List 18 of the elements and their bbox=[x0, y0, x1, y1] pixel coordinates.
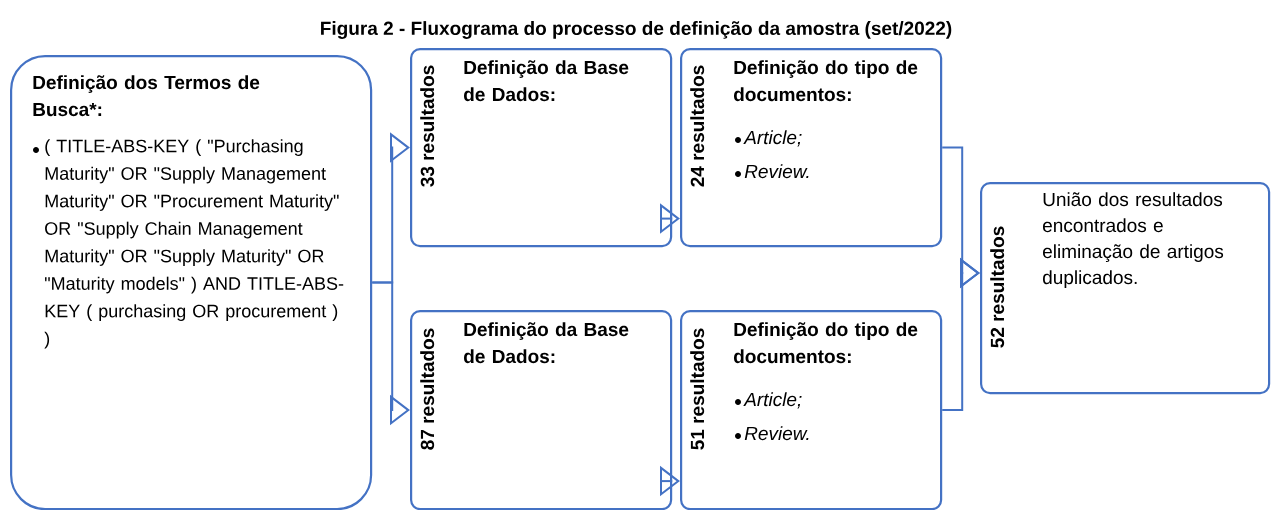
box-heading: Definição da Base de Dados: bbox=[464, 322, 629, 364]
count-label: 24 resultados bbox=[690, 65, 705, 187]
box-heading: Definição do tipo de documentos: bbox=[734, 60, 918, 102]
box-text: União dos resultados encontrados e eliminação de artigos duplicados. bbox=[1043, 192, 1224, 288]
list-item: Review. bbox=[744, 164, 809, 179]
list-item: Article; bbox=[743, 392, 802, 409]
count-label: 52 resultados bbox=[990, 226, 1005, 348]
box-heading: Definição do tipo de documentos: bbox=[734, 322, 918, 364]
figure-title: Figura 2 - Fluxograma do processo de definição da amostra (set/2022) bbox=[321, 21, 952, 39]
count-label: 87 resultados bbox=[420, 328, 435, 450]
count-label: 51 resultados bbox=[690, 328, 705, 450]
box-heading: Definição da Base de Dados: bbox=[464, 60, 629, 102]
count-label: 33 resultados bbox=[420, 65, 435, 187]
box-heading: Definição dos Termos de Busca*: bbox=[33, 75, 260, 117]
search-query: ( TITLE-ABS-KEY ( "Purchasing Maturity" OR "Supply Management Maturity" OR "Procurement Maturity" OR "Supply Chain Management Maturity" OR "Supply Maturity" OR "Maturity models" ) AND TITLE-ABS-KEY ( purchasing OR procurement ) ) bbox=[44, 139, 344, 349]
arrow bbox=[941, 257, 980, 412]
list-item: Article; bbox=[743, 130, 802, 147]
list-item: Review. bbox=[744, 426, 809, 441]
